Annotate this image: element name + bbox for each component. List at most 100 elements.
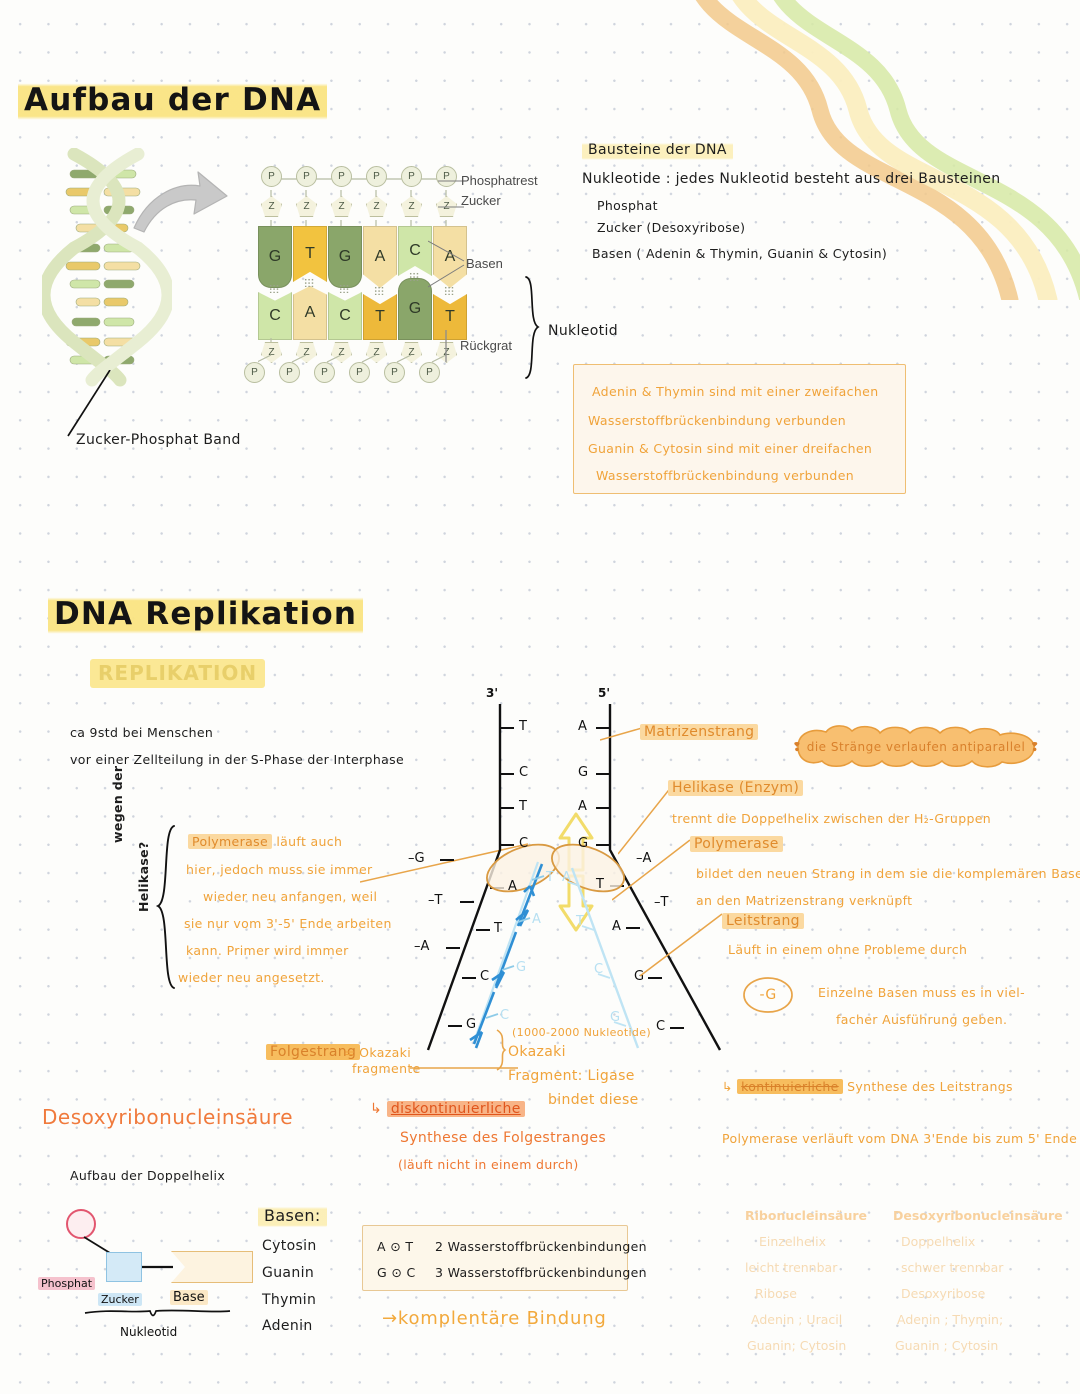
replikation-note-1: vor einer Zellteilung in der S-Phase der… bbox=[70, 752, 405, 767]
sugar-symbol: Z bbox=[268, 201, 275, 212]
kontinuierliche-line: ↳ kontinuierliche Synthese des Leitstran… bbox=[722, 1079, 1013, 1094]
baustein-item-0: Phosphat bbox=[597, 198, 658, 213]
nt-right-new-0: A bbox=[562, 870, 571, 885]
nt-left-fork-3: G bbox=[466, 1017, 477, 1032]
sugar-symbol: Z bbox=[303, 347, 310, 358]
okazaki-count: (1000-2000 Nukleotide) bbox=[512, 1026, 651, 1039]
base-bottom-1: A bbox=[293, 286, 327, 340]
nt-left-outer-0: –G bbox=[408, 851, 425, 866]
nt-left-new-0: T bbox=[546, 870, 554, 885]
base-top-0: G bbox=[258, 226, 292, 288]
hydrogen-bond-dots bbox=[444, 286, 455, 295]
label-zucker-bottom: Zucker bbox=[98, 1293, 142, 1306]
g-circle-marker: -G bbox=[742, 975, 794, 1020]
nt-right-new-1: T bbox=[576, 914, 584, 929]
subtitle-replikation: REPLIKATION bbox=[90, 659, 266, 688]
nt-right-outer-1: –T bbox=[654, 895, 669, 910]
ghost-col2-row4: Adenin ; Thymin; bbox=[897, 1312, 1004, 1327]
nt-right-new-3: G bbox=[610, 1010, 621, 1025]
leitstrang-label: Leitstrang bbox=[722, 913, 804, 929]
nt-left-fork-2: C bbox=[480, 969, 490, 984]
phosphate-symbol: P bbox=[286, 367, 293, 378]
bond-text-0: 2 Wasserstoffbrückenbindungen bbox=[435, 1239, 647, 1254]
polymerase-right-text-2: an den Matrizenstrang verknüpft bbox=[696, 893, 913, 908]
base-list-item-1: Guanin bbox=[262, 1265, 315, 1281]
ghost-col1-row2: leicht trennbar bbox=[745, 1260, 838, 1275]
ghost-col1-row1: Einzelhelix bbox=[759, 1234, 826, 1249]
baustein-item-2: Basen ( Adenin & Thymin, Guanin & Cytosi… bbox=[592, 246, 888, 261]
nt-right-fork-0: T bbox=[596, 877, 604, 892]
helikase-question-label: Helikase? bbox=[136, 841, 151, 912]
sugar-symbol: Z bbox=[303, 201, 310, 212]
phosphate-symbol: P bbox=[356, 367, 363, 378]
sugar-symbol: Z bbox=[408, 347, 415, 358]
bond-pair-1: G ⊙ C bbox=[377, 1265, 416, 1280]
hbond-line-2: Guanin & Cytosin sind mit einer dreifach… bbox=[588, 441, 873, 456]
dna-double-helix-illustration bbox=[37, 147, 175, 388]
nt-left-new-2: G bbox=[516, 960, 527, 975]
folgestrang-eq: = Okazaki bbox=[344, 1045, 412, 1060]
base-list-item-0: Cytosin bbox=[262, 1238, 317, 1254]
left-prime-label: 3' bbox=[486, 686, 499, 700]
g-circle-text: -G bbox=[759, 987, 777, 1003]
polymerase-left-line-5: wieder neu angesetzt. bbox=[178, 970, 325, 985]
disk-arrow: ↳ bbox=[370, 1101, 383, 1117]
okazaki-line-3: bindet diese bbox=[548, 1092, 639, 1108]
okazaki-line-1: Okazaki bbox=[508, 1044, 566, 1060]
kontinuierlich-highlight: kontinuierliche bbox=[737, 1079, 843, 1094]
ghost-col1-row5: Guanin; Cytosin bbox=[747, 1338, 847, 1353]
hydrogen-bond-dots bbox=[339, 284, 350, 293]
phosphate-symbol: P bbox=[303, 171, 310, 182]
g-text-line-1: Einzelne Basen muss es in viel- bbox=[818, 985, 1025, 1000]
ladder-callout-lines bbox=[438, 172, 466, 223]
nt-left-new-3: C bbox=[500, 1008, 510, 1023]
nt-left-top-0: T bbox=[519, 719, 527, 734]
polymerase-left-line-4: kann. Primer wird immer bbox=[186, 943, 349, 958]
okazaki-brace bbox=[495, 1028, 511, 1077]
polymerase-left-highlight: Polymerase bbox=[188, 834, 272, 849]
page-title-replikation: DNA Replikation bbox=[48, 595, 364, 635]
antiparallel-text: ❢ die Stränge verlaufen antiparallel ❢ bbox=[791, 740, 1041, 754]
helikase-leader bbox=[617, 784, 674, 861]
hydrogen-bond-dots bbox=[374, 286, 385, 295]
hbond-line-1: Wasserstoffbrückenbindung verbunden bbox=[588, 413, 847, 428]
phosphate-symbol: P bbox=[373, 171, 380, 182]
hydrogen-bond-box: Adenin & Thymin sind mit einer zweifache… bbox=[573, 364, 906, 494]
disk-line-2: Synthese des Folgestranges bbox=[400, 1130, 607, 1146]
bottom-subtitle: Aufbau der Doppelhelix bbox=[70, 1168, 226, 1183]
nt-left-outer-2: –A bbox=[414, 939, 430, 954]
label-nukleotid: Nukleotid bbox=[548, 323, 618, 339]
ghost-comparison-table: Ribonucleinsäure Einzelhelix leicht tren… bbox=[745, 1208, 1075, 1358]
nt-right-fork-1: A bbox=[612, 919, 621, 934]
nt-right-new-2: C bbox=[594, 962, 604, 977]
nt-left-top-3: C bbox=[519, 836, 529, 851]
phosphate-symbol: P bbox=[321, 367, 328, 378]
zucker-phosphat-band-label: Zucker-Phosphat Band bbox=[76, 432, 241, 448]
ghost-col1-row4: Adenin ; Uracil bbox=[751, 1312, 843, 1327]
polymerase-right-label: Polymerase bbox=[690, 836, 783, 852]
nt-right-fork-3: C bbox=[656, 1019, 666, 1034]
nt-left-fork-0: A bbox=[508, 879, 517, 894]
nt-right-top-2: A bbox=[578, 799, 587, 814]
bausteine-heading: Bausteine der DNA bbox=[582, 141, 733, 161]
nt-left-fork-1: T bbox=[494, 921, 502, 936]
phosphate-circle-icon bbox=[66, 1209, 96, 1239]
polymerase-leader bbox=[611, 838, 692, 907]
nt-right-fork-2: G bbox=[634, 969, 645, 984]
ghost-col2-row5: Guanin ; Cytosin bbox=[895, 1338, 999, 1353]
helikase-text: trennt die Doppelhelix zwischen der H₂-G… bbox=[672, 811, 992, 826]
ghost-col2-head: Desoxyribonucleinsäure bbox=[893, 1208, 1063, 1223]
nt-right-outer-0: –A bbox=[636, 851, 652, 866]
baustein-item-1: Zucker (Desoxyribose) bbox=[597, 220, 746, 235]
diskontinuierliche-row: ↳ diskontinuierliche bbox=[370, 1101, 525, 1117]
sugar-symbol: Z bbox=[373, 347, 380, 358]
rueckgrat-tick bbox=[444, 330, 450, 369]
hydrogen-bond-dots bbox=[304, 278, 315, 287]
ghost-col1-head: Ribonucleinsäure bbox=[745, 1208, 868, 1223]
nt-left-top-2: T bbox=[519, 799, 527, 814]
bond-text-1: 3 Wasserstoffbrückenbindungen bbox=[435, 1265, 647, 1280]
nt-right-top-3: G bbox=[578, 836, 589, 851]
polymerase-left-line-2: wieder neu anfangen, weil bbox=[203, 889, 378, 904]
hbond-line-0: Adenin & Thymin sind mit einer zweifache… bbox=[592, 384, 879, 399]
polymerase-right-text-1: bildet den neuen Strang in dem sie die k… bbox=[696, 866, 1080, 881]
